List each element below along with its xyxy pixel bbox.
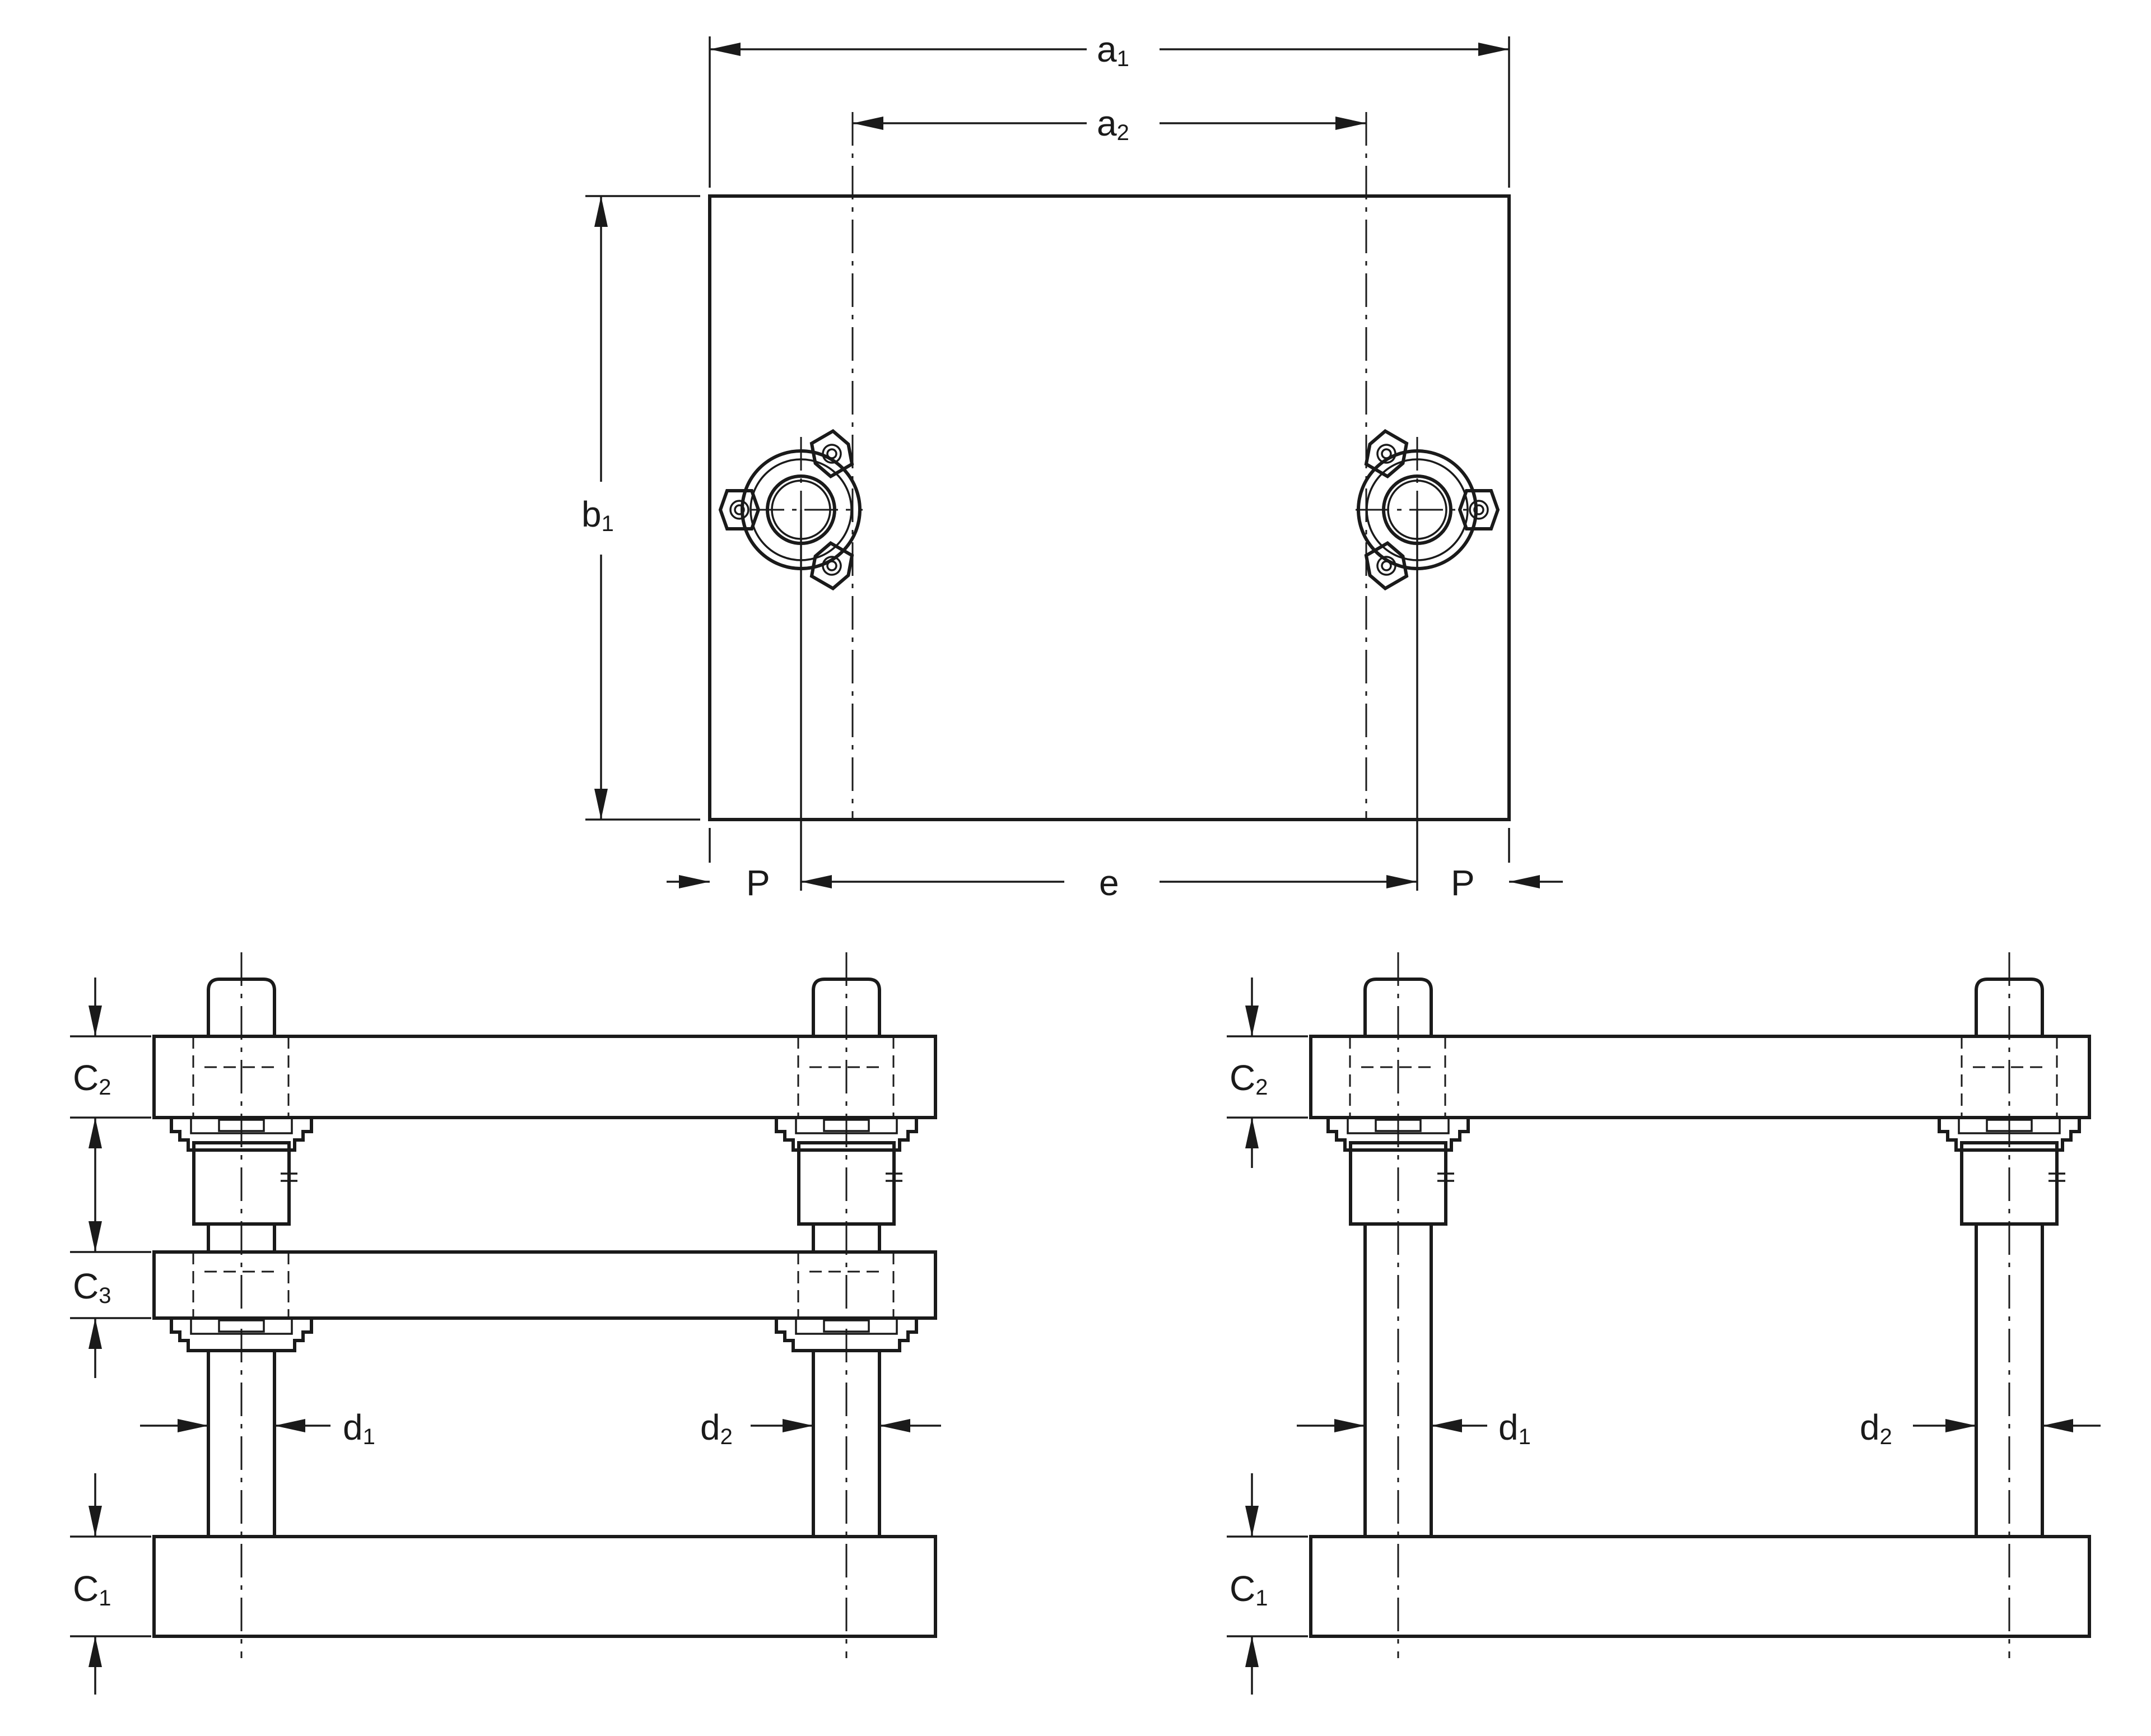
dim-d1-right: d1 — [1498, 1407, 1531, 1449]
dim-a1: a1 — [1097, 29, 1129, 71]
dim-e: e — [1099, 863, 1119, 903]
dim-d2-left: d2 — [700, 1407, 733, 1449]
front-view-two-plates: C2 C1 d1 d2 — [1227, 952, 2101, 1695]
dim-c1-right: C1 — [1230, 1569, 1268, 1611]
left-guide-bushing — [720, 428, 860, 592]
dim-c1-left: C1 — [73, 1569, 111, 1611]
dim-p-left: P — [746, 863, 770, 903]
base-plate — [152, 1535, 937, 1638]
dim-a2: a2 — [1097, 103, 1129, 145]
dim-d2-right: d2 — [1860, 1407, 1892, 1449]
dim-d1-left: d1 — [343, 1407, 375, 1449]
base-plate-right — [1309, 1535, 2091, 1638]
top-plate — [708, 194, 1511, 821]
dim-c3-left: C3 — [73, 1266, 111, 1308]
upper-plate — [152, 1035, 937, 1119]
dim-c2-left: C2 — [73, 1058, 111, 1100]
dim-c2-right: C2 — [1230, 1058, 1268, 1100]
dim-b1: b1 — [581, 494, 614, 536]
top-view: a1 a2 b1 P e P — [581, 29, 1563, 903]
front-view-three-plates: C2 C3 C1 d1 d2 — [70, 952, 941, 1695]
dim-p-right: P — [1451, 863, 1475, 903]
upper-plate-right — [1309, 1035, 2091, 1119]
middle-plate — [152, 1250, 937, 1320]
